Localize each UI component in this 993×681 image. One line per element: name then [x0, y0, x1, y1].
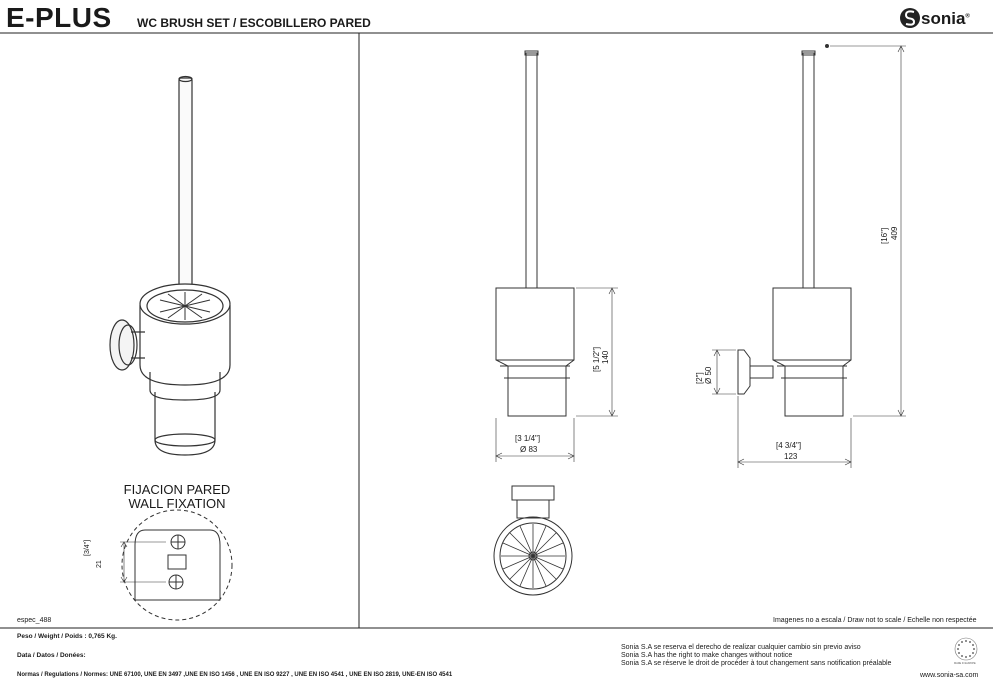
front-width-inch: [3 1/4"]	[515, 434, 541, 443]
wall-fixation-view	[120, 509, 233, 621]
front-height-inch: [5 1/2"]	[592, 346, 601, 372]
scale-note: Imagenes no a escala / Draw not to scale…	[773, 617, 977, 624]
side-depth-inch: [4 3/4"]	[776, 441, 802, 450]
brand-logo: sonia®	[921, 9, 970, 29]
side-depth-mm: 123	[784, 452, 798, 461]
side-view	[712, 44, 906, 468]
top-view	[493, 485, 573, 596]
brand-logo-text: sonia	[921, 9, 966, 28]
logo-mark	[900, 8, 920, 28]
spec-code: espec_488	[17, 617, 52, 624]
made-in-europe-badge	[954, 637, 978, 661]
fixation-title-es: FIJACION PARED	[123, 482, 231, 497]
weight-info: Peso / Weight / Poids : 0,765 Kg.	[17, 633, 117, 640]
badge-text: MADE IN EUROPE	[954, 662, 976, 665]
product-title: E-PLUS	[6, 2, 112, 33]
side-plate-inch: [2"]	[695, 372, 704, 384]
front-view	[495, 50, 618, 462]
product-subtitle: WC BRUSH SET / ESCOBILLERO PARED	[137, 16, 371, 30]
side-total-inch: [16"]	[880, 227, 889, 244]
isometric-view	[109, 75, 231, 456]
brand-trademark: ®	[965, 13, 970, 20]
rights-es: Sonia S.A se reserva el derecho de reali…	[621, 644, 861, 651]
rights-en: Sonia S.A has the right to make changes …	[621, 652, 793, 659]
website-link[interactable]: www.sonia-sa.com	[920, 672, 979, 679]
front-height-mm: 140	[601, 350, 610, 364]
norms-info: Normas / Regulations / Normes: UNE 67100…	[17, 672, 453, 678]
fixation-dim-inch: [3/4"]	[84, 539, 91, 556]
date-info: Data / Datos / Donées:	[17, 652, 86, 659]
fixation-dim-mm: 21	[96, 560, 103, 568]
fixation-title-en: WALL FIXATION	[128, 496, 226, 511]
side-plate-mm: Ø 50	[704, 366, 713, 384]
fixation-title: FIJACION PARED WALL FIXATION	[77, 483, 277, 511]
side-total-mm: 409	[890, 226, 899, 240]
rights-fr: Sonia S.A se réserve le droit de procéde…	[621, 660, 892, 667]
front-width-mm: Ø 83	[520, 445, 538, 454]
